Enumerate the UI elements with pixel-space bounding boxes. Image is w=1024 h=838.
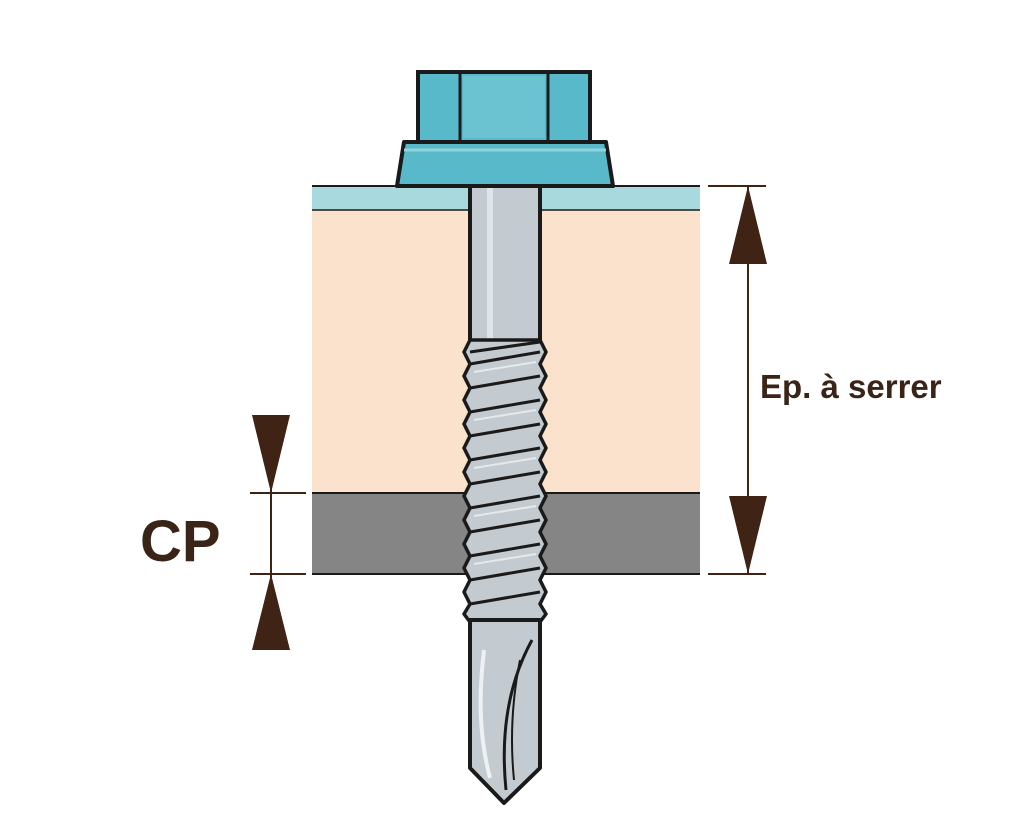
screw: [395, 70, 615, 805]
arrow-down-icon: [729, 496, 767, 574]
screw-hex-head: [395, 70, 615, 188]
arrow-down-icon: [252, 415, 290, 493]
cp-label: CP: [140, 509, 221, 574]
arrow-up-icon: [252, 574, 290, 650]
cp-dimension: [250, 415, 306, 650]
screw-shank: [468, 184, 542, 346]
clamp-thickness-dimension: [708, 185, 767, 575]
screw-thread: [462, 338, 548, 624]
screw-drill-point: [468, 618, 542, 805]
clamp-thickness-label: Ep. à serrer: [760, 368, 942, 405]
arrow-up-icon: [729, 186, 767, 264]
